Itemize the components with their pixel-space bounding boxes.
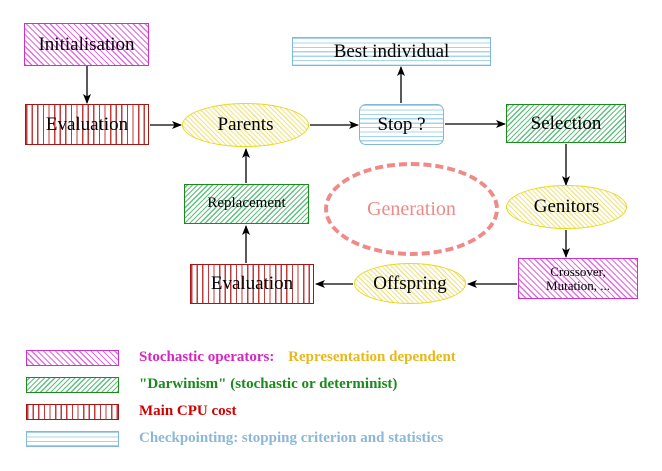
legend-text-alt: Representation dependent <box>288 349 456 365</box>
node-genitors[interactable]: Genitors <box>506 185 627 229</box>
legend-text-main: Stochastic operators: <box>139 349 275 365</box>
node-crossover-label-line1: Crossover, <box>550 263 606 279</box>
node-crossover[interactable]: Crossover, Mutation, ... <box>518 258 638 299</box>
legend-row: Checkpointing: stopping criterion and st… <box>26 426 626 451</box>
legend-swatch-checkpointing <box>26 430 119 447</box>
node-stop[interactable]: Stop ? <box>359 104 444 145</box>
legend-label-main-cpu-cost: Main CPU cost <box>139 403 237 420</box>
legend-text-main: Checkpointing: stopping criterion and st… <box>139 430 444 446</box>
node-evaluation-top[interactable]: Evaluation <box>25 104 149 145</box>
node-crossover-label-line2: Mutation, ... <box>546 277 610 293</box>
legend-swatch-darwinism <box>26 376 119 393</box>
node-best-individual-label: Best individual <box>333 40 450 62</box>
node-offspring[interactable]: Offspring <box>354 263 466 304</box>
legend-label-checkpointing: Checkpointing: stopping criterion and st… <box>139 430 443 447</box>
node-initialisation-label: Initialisation <box>38 33 135 55</box>
node-replacement-label: Replacement <box>207 195 286 212</box>
node-genitors-label: Genitors <box>533 196 600 218</box>
node-evaluation-top-label: Evaluation <box>45 113 129 135</box>
legend-text-main: "Darwinism" (stochastic or determinist) <box>139 376 398 392</box>
node-generation-label: Generation <box>367 197 456 220</box>
node-selection-label: Selection <box>530 112 602 134</box>
node-replacement[interactable]: Replacement <box>184 184 309 224</box>
node-evaluation-bottom[interactable]: Evaluation <box>190 264 314 304</box>
legend-text-main: Main CPU cost <box>139 403 237 419</box>
legend-swatch-main-cpu-cost <box>26 403 119 420</box>
legend: Stochastic operators: Representation dep… <box>26 345 626 453</box>
node-selection[interactable]: Selection <box>506 104 626 143</box>
node-stop-label: Stop ? <box>377 113 426 135</box>
legend-row: Stochastic operators: Representation dep… <box>26 345 626 370</box>
node-parents-label: Parents <box>217 114 274 136</box>
legend-label-stochastic-operators: Stochastic operators: Representation dep… <box>139 349 456 366</box>
node-best-individual[interactable]: Best individual <box>292 37 491 66</box>
legend-row: Main CPU cost <box>26 399 626 424</box>
legend-row: "Darwinism" (stochastic or determinist) <box>26 372 626 397</box>
node-evaluation-bottom-label: Evaluation <box>210 273 294 295</box>
node-initialisation[interactable]: Initialisation <box>24 23 149 66</box>
legend-swatch-stochastic-operators <box>26 349 119 366</box>
node-offspring-label: Offspring <box>373 272 447 294</box>
legend-label-darwinism: "Darwinism" (stochastic or determinist) <box>139 376 397 393</box>
node-generation: Generation <box>324 162 499 256</box>
node-parents[interactable]: Parents <box>182 103 309 147</box>
